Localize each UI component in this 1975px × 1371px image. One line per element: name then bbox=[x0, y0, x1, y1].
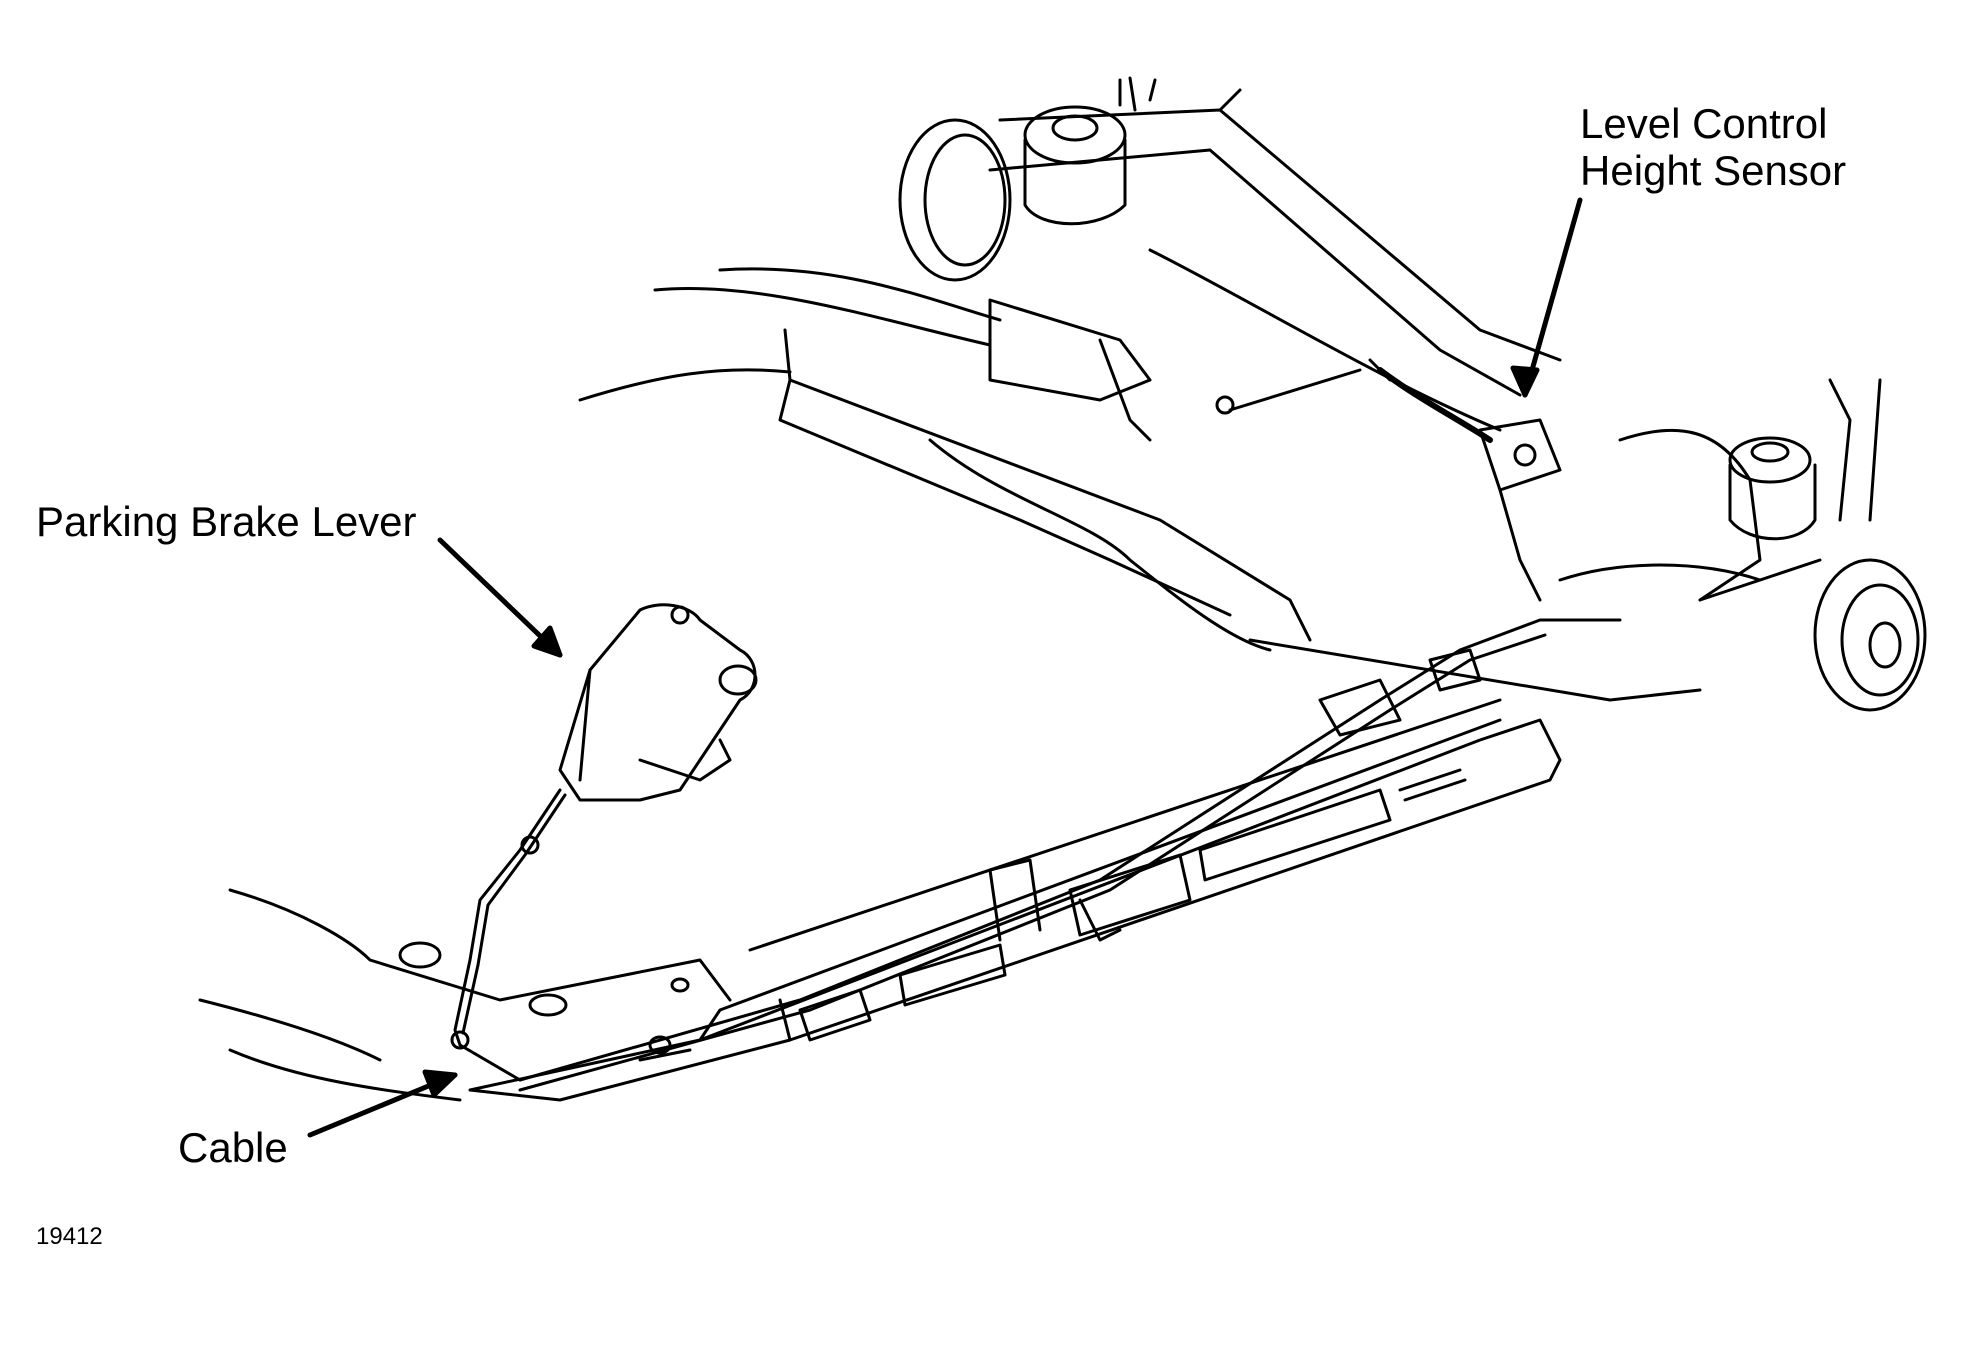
level-control-height-sensor-label: Level Control Height Sensor bbox=[1580, 100, 1846, 194]
arrow-level-sensor bbox=[1522, 197, 1583, 398]
right-wheel-hub bbox=[1618, 428, 1927, 712]
label-line-2: Height Sensor bbox=[1580, 147, 1847, 195]
floor-pan bbox=[578, 267, 1882, 702]
cable-label: Cable bbox=[178, 1124, 288, 1171]
rear-axle-beam bbox=[988, 76, 1562, 432]
level-control-height-sensor bbox=[1215, 358, 1562, 602]
label-line-1: Level Control bbox=[1580, 100, 1828, 147]
arrow-level-sensor-head bbox=[1510, 365, 1540, 398]
figure-number: 19412 bbox=[36, 1223, 103, 1250]
left-brake-drum bbox=[898, 105, 1152, 442]
callout-arrows bbox=[307, 197, 1583, 1138]
parking-brake-cable bbox=[450, 618, 1622, 1092]
arrow-cable-head bbox=[422, 1069, 458, 1098]
frame-rail bbox=[468, 698, 1562, 1102]
arrow-parking-brake-lever-head bbox=[531, 625, 563, 658]
parking-brake-lever-label: Parking Brake Lever bbox=[36, 498, 417, 545]
front-mount-plate bbox=[198, 888, 732, 1102]
parking-brake-lever bbox=[558, 603, 758, 802]
